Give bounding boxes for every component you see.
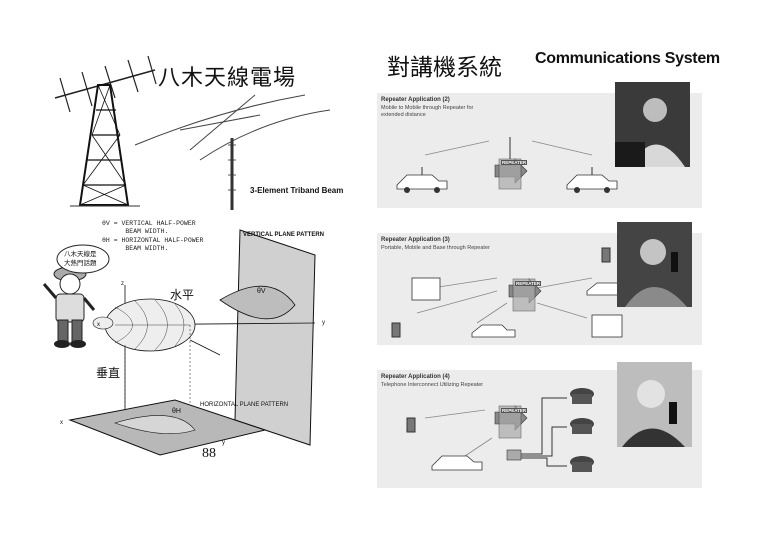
theta-h-symbol: θH (172, 408, 181, 415)
radiation-pattern-diagram (68, 229, 316, 456)
panel-subtitle: Portable, Mobile and Base through Repeat… (381, 245, 490, 251)
antenna-label: 3-Element Triband Beam (250, 186, 344, 195)
photo-man-with-radio (617, 222, 692, 307)
horizontal-plane-pattern-label: HORIZONTAL PLANE PATTERN (200, 402, 289, 408)
antenna-tower-illustration (54, 55, 331, 210)
speech-bubble-shape (56, 244, 110, 274)
right-page: 對講機系統 Communications System Repeater App… (365, 0, 757, 533)
photo-man-in-car (615, 82, 690, 167)
left-page-title: 八木天線電場 (158, 66, 297, 91)
speech-bubble-text: 八木天線是 大熱門話題 (64, 250, 97, 267)
theta-h-definition: θH = HORIZONTAL HALF-POWER BEAM WIDTH. (102, 237, 204, 252)
axis-x-lower-label: x (60, 420, 63, 426)
axis-y-label: y (322, 320, 325, 326)
panel-title: Repeater Application (2) (381, 97, 450, 103)
axis-y-lower-label: y (222, 440, 225, 446)
right-page-title-en: Communications System (535, 50, 720, 67)
page-number: 88 (202, 446, 216, 461)
panel-subtitle: Mobile to Mobile through Repeater for ex… (381, 105, 474, 118)
vertical-plane-pattern-label: VERTICAL PLANE PATTERN (243, 232, 325, 238)
horizontal-cn-label: 水平 (170, 288, 195, 302)
panel-title: Repeater Application (3) (381, 237, 450, 243)
left-page: 八木天線電場 3-Element Triband Beam θV = VERTI… (0, 0, 365, 533)
cartoon-character-illustration (42, 266, 96, 348)
theta-v-definition: θV = VERTICAL HALF-POWER BEAM WIDTH. (102, 220, 196, 235)
vertical-cn-label: 垂直 (96, 366, 121, 380)
repeater-label: REPEATER (501, 160, 528, 165)
axis-x-label: x (97, 322, 100, 328)
right-page-title-cn: 對講機系統 (387, 55, 502, 81)
photo-man-on-phone (617, 362, 692, 447)
repeater-label: REPEATER (501, 408, 528, 413)
panel-title: Repeater Application (4) (381, 374, 450, 380)
panel-diagram (396, 137, 618, 193)
theta-v-symbol: θV (257, 288, 266, 295)
panel-subtitle: Telephone Interconnect Utilizing Repeate… (381, 382, 484, 388)
repeater-label: REPEATER (515, 281, 542, 286)
axis-z-label: z (121, 281, 124, 287)
